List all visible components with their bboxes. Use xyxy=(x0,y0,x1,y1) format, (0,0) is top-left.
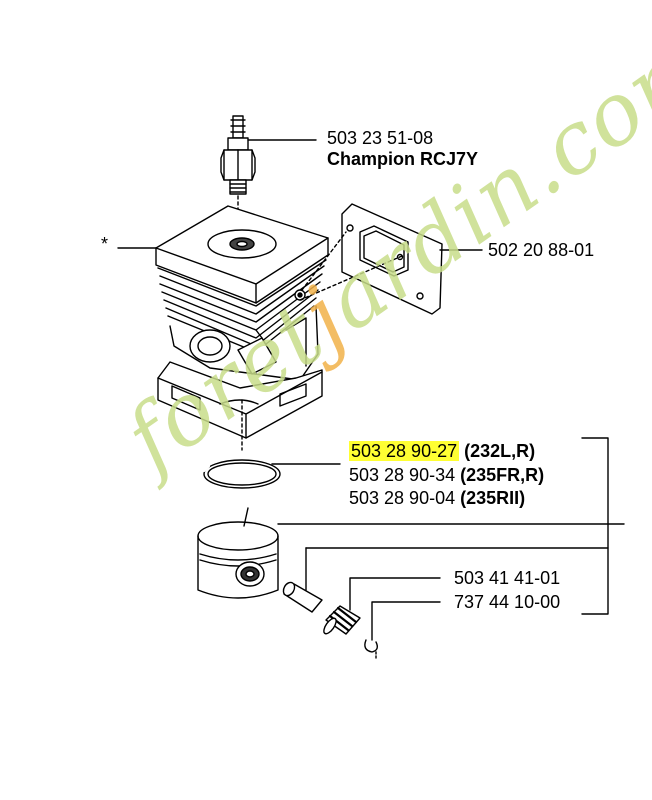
gasket-icon xyxy=(341,203,443,315)
ring-model-1: (232L,R) xyxy=(464,441,536,461)
ring-part-number-1: 503 28 90-27 xyxy=(349,441,460,461)
spark-plug-part-number: 503 23 51-08 xyxy=(327,128,434,148)
ring-part-number-2: 503 28 90-34 xyxy=(349,465,456,485)
cylinder-marker: * xyxy=(101,234,109,254)
ring-part-row-2: 503 28 90-34 (235FR,R) xyxy=(349,465,544,485)
model-group-bracket xyxy=(581,437,625,615)
ring-model-2: (235FR,R) xyxy=(460,465,545,485)
needle-bearing-icon xyxy=(323,605,361,635)
ring-part-number-3: 503 28 90-04 xyxy=(349,488,456,508)
cylinder-icon xyxy=(155,205,329,439)
needle-bearing-part-number: 737 44 10-00 xyxy=(454,592,561,612)
piston-icon xyxy=(197,507,279,599)
spark-plug-brand: Champion RCJ7Y xyxy=(327,149,479,169)
spark-plug-icon xyxy=(220,115,256,195)
piston-ring-icon xyxy=(202,459,281,489)
gasket-part-number: 502 20 88-01 xyxy=(488,240,595,260)
piston-pin-part-number: 503 41 41-01 xyxy=(454,568,561,588)
ring-part-row-3: 503 28 90-04 (235RII) xyxy=(349,488,525,508)
ring-part-row-1: 503 28 90-27 (232L,R) xyxy=(349,441,536,461)
circlip-icon xyxy=(364,639,379,653)
ring-model-3: (235RII) xyxy=(460,488,526,508)
piston-pin-icon xyxy=(282,581,323,613)
